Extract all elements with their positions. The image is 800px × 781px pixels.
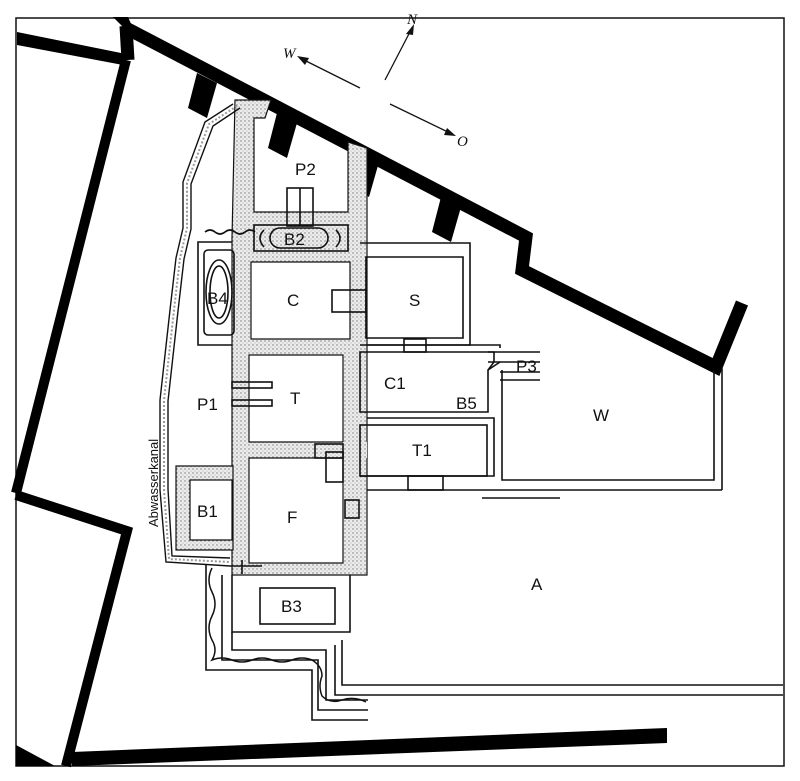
room-label-a: A: [531, 575, 543, 594]
room-label-f: F: [287, 508, 297, 527]
compass-east-label: O: [457, 134, 468, 150]
room-label-w: W: [593, 406, 609, 425]
room-label-b5: B5: [456, 394, 477, 413]
canal-label: Abwasserkanal: [146, 439, 161, 527]
room-label-b2: B2: [284, 230, 305, 249]
room-label-t: T: [290, 389, 300, 408]
room-label-p1: P1: [197, 395, 218, 414]
room-label-s: S: [409, 291, 420, 310]
compass-west-label: W: [283, 46, 297, 62]
plan-frame: [15, 17, 785, 767]
room-label-b4: B4: [207, 289, 228, 308]
room-labels: P2 B2 B4 C S P1 T C1 B5 P3 W T1 B1 F B3 …: [197, 160, 609, 616]
thin-walls: [197, 187, 783, 721]
room-label-p2: P2: [295, 160, 316, 179]
room-label-c1: C1: [384, 374, 406, 393]
room-label-c: C: [287, 291, 299, 310]
room-label-t1: T1: [412, 441, 432, 460]
drainage-canal: Abwasserkanal: [146, 103, 241, 567]
compass-north-label: N: [406, 12, 418, 28]
hatched-walls: [175, 99, 368, 576]
room-label-b1: B1: [197, 502, 218, 521]
compass: N W O: [283, 12, 468, 150]
room-label-p3: P3: [516, 357, 537, 376]
room-label-b3: B3: [281, 597, 302, 616]
outer-walls: [11, 17, 749, 768]
